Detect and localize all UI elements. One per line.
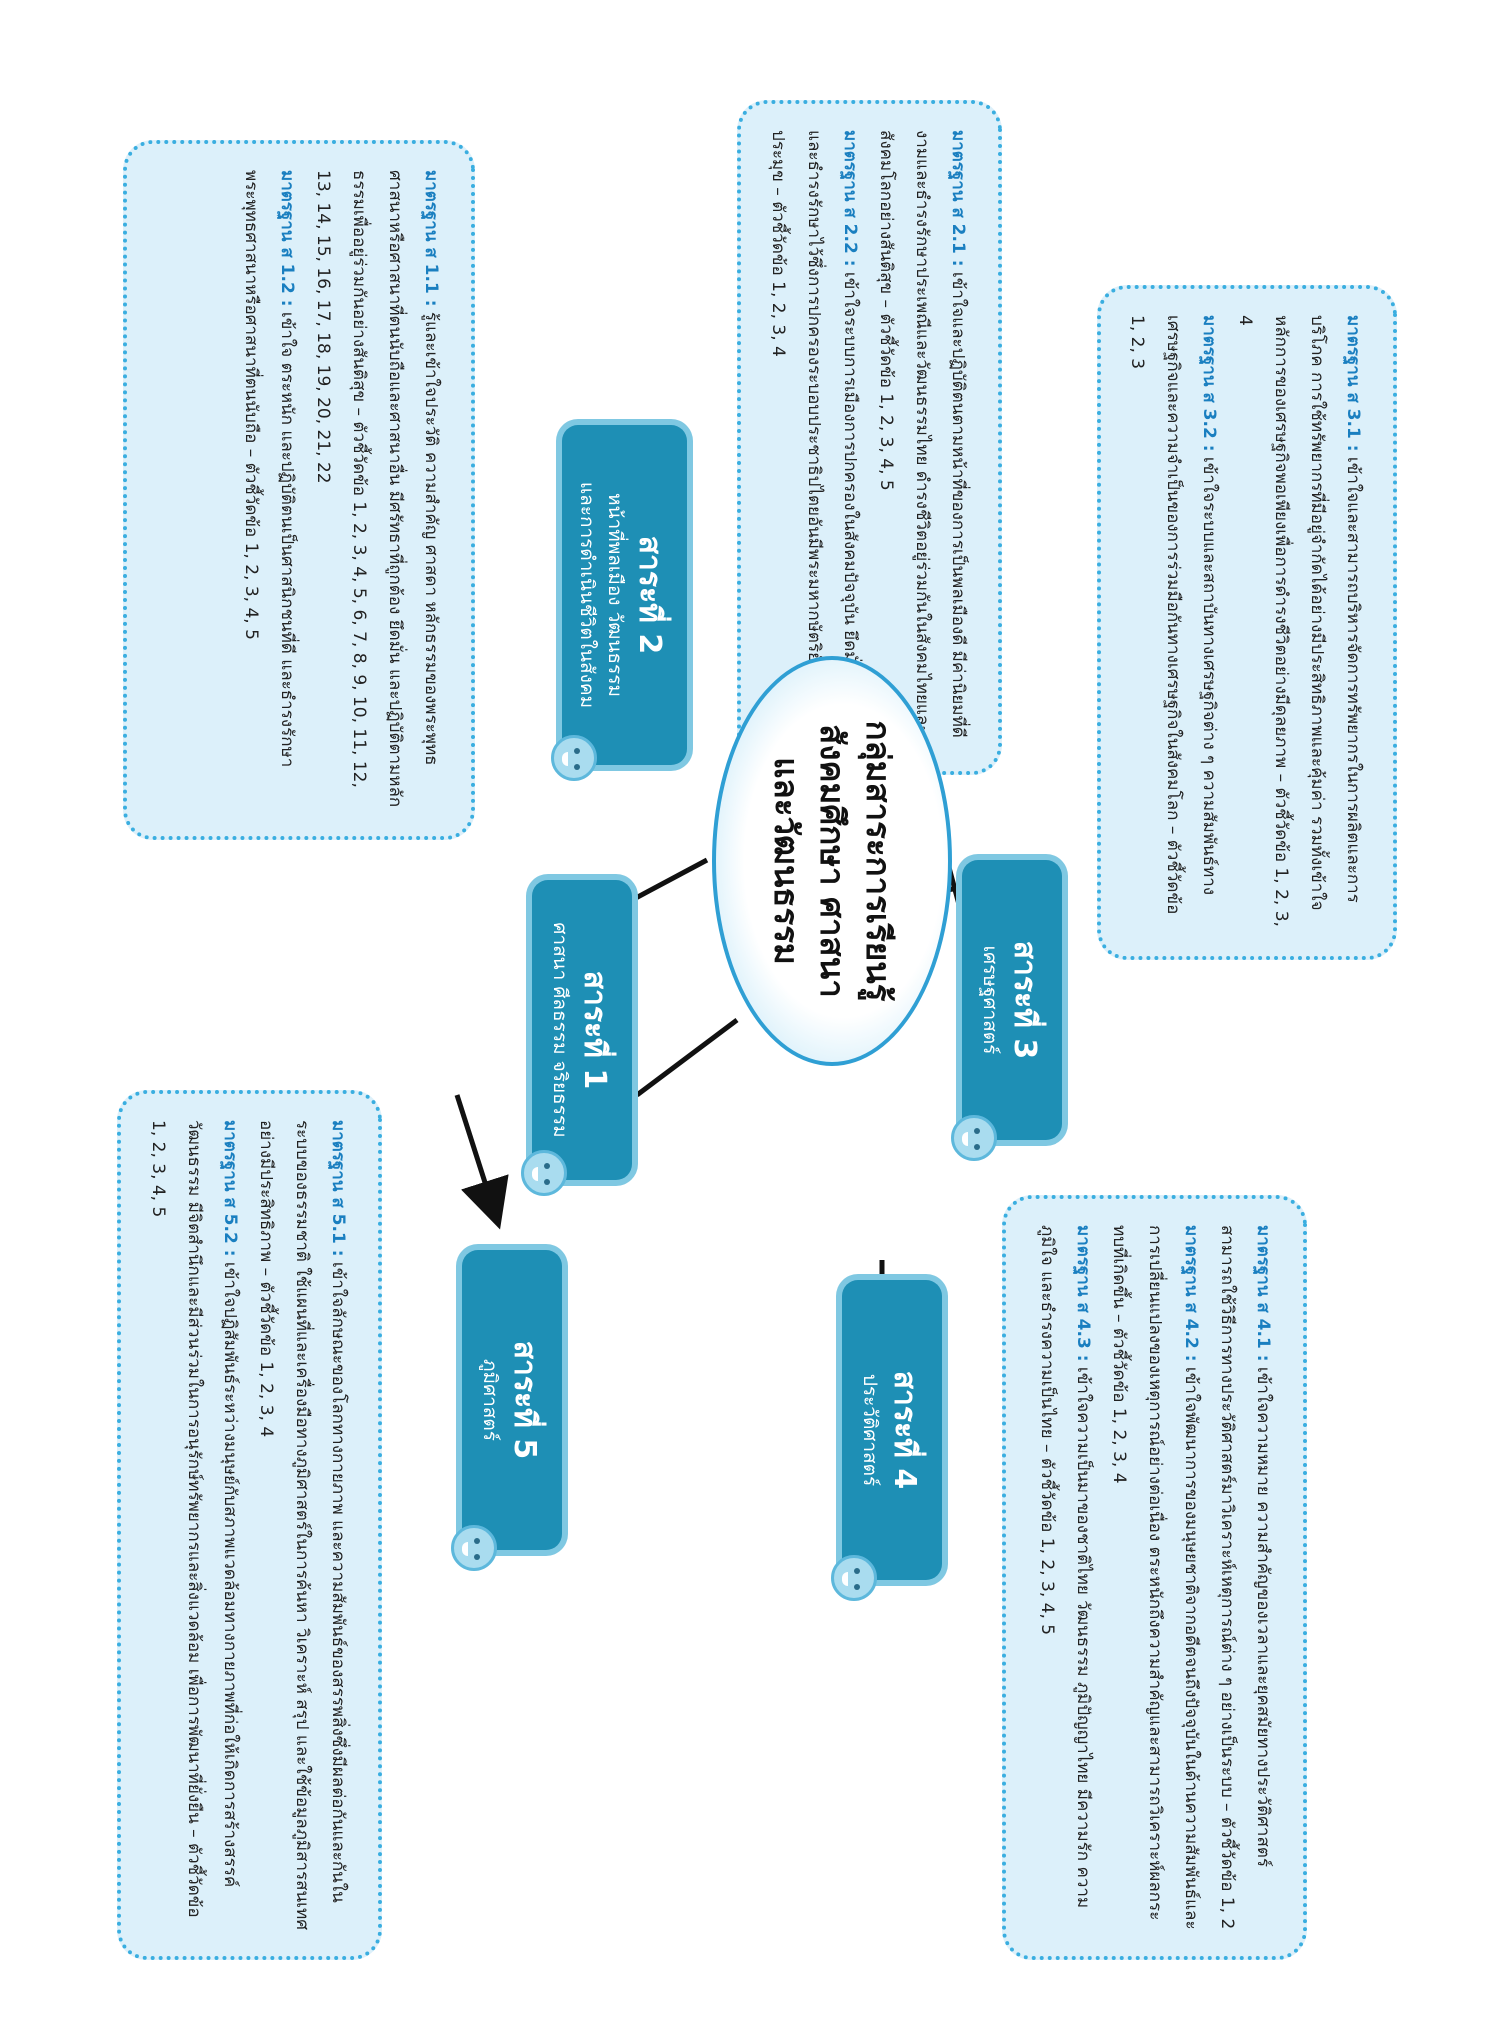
standards-box-strand-5: มาตรฐาน ส 5.1 : เข้าใจลักษณะของโลกทางกาย…	[117, 1090, 382, 1960]
standard-4-1: มาตรฐาน ส 4.1 : เข้าใจความหมาย ความสำคัญ…	[1209, 1225, 1281, 1930]
standard-label: มาตรฐาน ส 2.2 :	[840, 130, 860, 267]
standard-3-2: มาตรฐาน ส 3.2 : เข้าใจระบบและสถาบันทางเศ…	[1119, 315, 1227, 930]
arrow-strand3	[454, 1094, 509, 1230]
standard-4-2: มาตรฐาน ส 4.2 : เข้าใจพัฒนาการของมนุษยชา…	[1101, 1225, 1209, 1930]
strand-subtitle: เศรษฐศาสตร์	[979, 945, 1001, 1055]
strand-title: สาระที่ 1	[577, 970, 612, 1090]
standard-label: มาตรฐาน ส 5.1 :	[328, 1120, 348, 1257]
standard-1-1: มาตรฐาน ส 1.1 : รู้และเข้าใจประวัติ ความ…	[305, 170, 449, 810]
strand-title: สาระที่ 5	[507, 1340, 542, 1460]
strand-1-tab: สาระที่ 1 ศาสนา ศีลธรรม จริยธรรม	[532, 880, 632, 1180]
standard-5-2: มาตรฐาน ส 5.2 : เข้าใจปฏิสัมพันธ์ระหว่าง…	[140, 1120, 248, 1930]
standard-1-2: มาตรฐาน ส 1.2 : เข้าใจ ตระหนัก และปฏิบัต…	[233, 170, 305, 810]
strand-subtitle-line2: และการดำเนินชีวิตในสังคม	[576, 481, 598, 709]
mascot-icon	[521, 1150, 567, 1196]
central-title-line2: สังคมศึกษา ศาสนา	[813, 724, 852, 998]
mascot-icon	[451, 1525, 497, 1571]
strand-5-tab: สาระที่ 5 ภูมิศาสตร์	[462, 1250, 562, 1550]
standards-box-strand-1: มาตรฐาน ส 1.1 : รู้และเข้าใจประวัติ ความ…	[123, 140, 475, 840]
strand-subtitle: ภูมิศาสตร์	[479, 1359, 501, 1441]
strand-subtitle: หน้าที่พลเมือง วัฒนธรรม	[604, 493, 626, 697]
standard-label: มาตรฐาน ส 1.1 :	[421, 170, 441, 307]
standard-4-3: มาตรฐาน ส 4.3 : เข้าใจความเป็นมาของชาติไ…	[1029, 1225, 1101, 1930]
strand-title: สาระที่ 4	[887, 1370, 922, 1490]
link-center-strand1	[630, 857, 709, 903]
standard-2-2: มาตรฐาน ส 2.2 : เข้าใจระบบการเมืองการปกค…	[760, 130, 868, 745]
mascot-icon	[951, 1115, 997, 1161]
standard-label: มาตรฐาน ส 1.2 :	[277, 170, 297, 307]
standards-box-strand-3: มาตรฐาน ส 3.1 : เข้าใจและสามารถบริหารจัด…	[1097, 285, 1397, 960]
mascot-icon	[831, 1555, 877, 1601]
standard-label: มาตรฐาน ส 5.2 :	[220, 1120, 240, 1257]
standard-label: มาตรฐาน ส 4.1 :	[1253, 1225, 1273, 1362]
strand-title: สาระที่ 3	[1007, 940, 1042, 1060]
central-title-line1: กลุ่มสาระการเรียนรู้	[859, 720, 898, 1002]
standard-label: มาตรฐาน ส 3.2 :	[1199, 315, 1219, 452]
central-topic: กลุ่มสาระการเรียนรู้ สังคมศึกษา ศาสนา แล…	[712, 656, 952, 1066]
strand-title: สาระที่ 2	[632, 535, 667, 655]
strand-3-tab: สาระที่ 3 เศรษฐศาสตร์	[962, 860, 1062, 1140]
strand-2-tab: สาระที่ 2 หน้าที่พลเมือง วัฒนธรรม และการ…	[562, 425, 687, 765]
standard-label: มาตรฐาน ส 4.2 :	[1181, 1225, 1201, 1362]
strand-subtitle: ศาสนา ศีลธรรม จริยธรรม	[549, 922, 571, 1138]
standard-label: มาตรฐาน ส 3.1 :	[1343, 315, 1363, 452]
mascot-icon	[551, 735, 597, 781]
strand-subtitle: ประวัติศาสตร์	[859, 1373, 881, 1487]
standard-label: มาตรฐาน ส 4.3 :	[1073, 1225, 1093, 1362]
standard-3-1: มาตรฐาน ส 3.1 : เข้าใจและสามารถบริหารจัด…	[1227, 315, 1371, 930]
standards-box-strand-4: มาตรฐาน ส 4.1 : เข้าใจความหมาย ความสำคัญ…	[1002, 1195, 1307, 1960]
link-center-strand5	[635, 1018, 739, 1097]
standard-label: มาตรฐาน ส 2.1 :	[948, 130, 968, 267]
standard-5-1: มาตรฐาน ส 5.1 : เข้าใจลักษณะของโลกทางกาย…	[248, 1120, 356, 1930]
central-title-line3: และวัฒนธรรม	[767, 757, 806, 965]
strand-4-tab: สาระที่ 4 ประวัติศาสตร์	[842, 1280, 942, 1580]
standard-2-1: มาตรฐาน ส 2.1 : เข้าใจและปฏิบัติตนตามหน้…	[868, 130, 976, 745]
